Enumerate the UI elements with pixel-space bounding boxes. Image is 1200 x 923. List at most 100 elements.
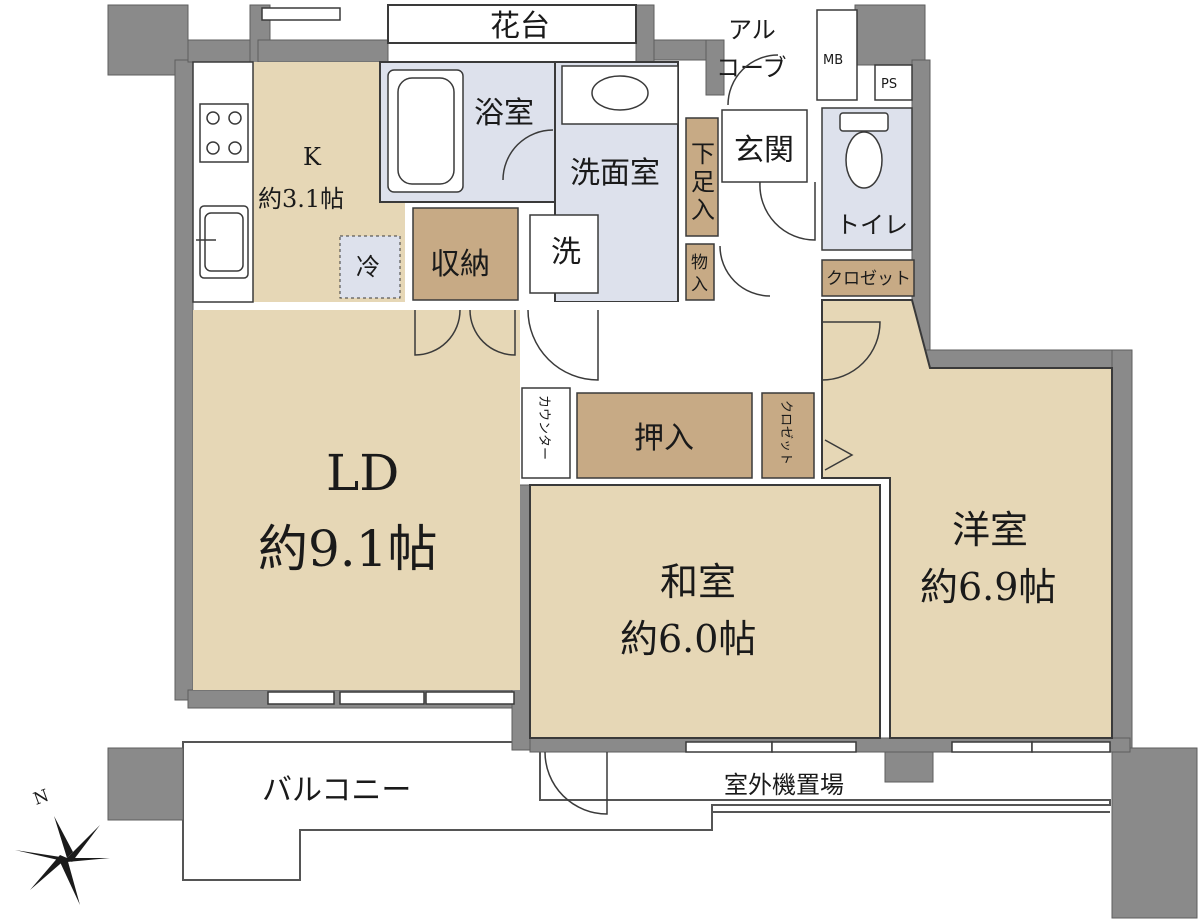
small-closet: 物 入 [685, 243, 715, 301]
ld-name: LD [326, 444, 399, 502]
small-closet-char-1: 物 [691, 253, 708, 273]
bathroom: 浴室 [379, 61, 556, 203]
wall-top-seg3 [257, 39, 389, 63]
washer-space [529, 214, 599, 294]
washroom-label: 洗面室 [570, 156, 660, 191]
toilet-closet: クロゼット [821, 259, 915, 297]
ld-size: 約9.1帖 [258, 520, 438, 578]
small-closet-box [685, 243, 715, 301]
stove-icon [199, 103, 249, 163]
toilet-tank-icon [839, 112, 889, 132]
small-closet-char-2: 入 [691, 275, 708, 295]
toilet-closet-label: クロゼット [826, 269, 911, 289]
toilet-bowl-icon [845, 131, 883, 189]
meter-box-label: MB [823, 53, 843, 68]
flower-stand-label: 花台 [490, 9, 550, 44]
shoe-storage-char-1: 下 [691, 140, 715, 168]
compass-star-3 [30, 855, 67, 890]
compass-rose-icon: N [15, 786, 110, 905]
window-youshitsu-2 [1031, 741, 1111, 753]
windows [261, 7, 1111, 753]
door-youshitsu [821, 321, 881, 381]
window-washitsu-1 [685, 741, 773, 753]
oshiire-box [576, 392, 753, 479]
shoe-storage: 下 足 入 [685, 117, 719, 237]
wall-bottom-left-column [107, 747, 184, 821]
wall-alcove-right [705, 39, 725, 96]
wall-bottom-right-column [1111, 747, 1198, 919]
washitsu-floor [529, 484, 881, 739]
kitchen-counter [192, 61, 254, 303]
flower-stand-box [387, 4, 637, 44]
window-youshitsu-1 [951, 741, 1033, 753]
closet-vertical: クロゼット [761, 392, 815, 479]
bathtub-inner [397, 77, 455, 185]
counter-label: カウンター [536, 395, 551, 460]
wall-right-step [911, 349, 1133, 369]
washer-label: 洗 [551, 235, 581, 270]
washitsu-name: 和室 [660, 560, 736, 604]
door-storage [414, 309, 461, 356]
wall-top-mid2 [653, 39, 710, 61]
closet-vertical-box [761, 392, 815, 479]
entrance-floor [721, 109, 808, 183]
oshiire-label: 押入 [634, 421, 694, 456]
flower-stand: 花台 [387, 4, 637, 44]
door-alcove [727, 54, 779, 106]
closet-arrow [824, 439, 854, 471]
compass-north-label: N [31, 786, 52, 810]
washroom: 洗面室 洗 [529, 61, 679, 303]
counter-box [521, 387, 571, 479]
balcony-label: バルコニー [262, 773, 411, 808]
pipe-space-frame [874, 64, 913, 101]
door-bath [502, 129, 554, 181]
wall-top-right-column [854, 4, 926, 66]
wall-top-mid [635, 4, 655, 66]
compass-star-2 [60, 858, 80, 905]
wall-left [174, 59, 194, 701]
storage-floor [412, 207, 519, 301]
youshitsu-floor [821, 299, 1113, 739]
ac-unit-area-label: 室外機置場 [724, 771, 844, 799]
counter: カウンター [521, 387, 571, 479]
storage-closet: 収納 [412, 207, 519, 301]
youshitsu-name: 洋室 [952, 508, 1028, 552]
compass-needle [54, 816, 73, 858]
pipe-space-label: PS [881, 77, 897, 92]
youshitsu-size: 約6.9帖 [920, 565, 1056, 609]
alcove-line-1: アル [728, 16, 776, 44]
japanese-room: 和室 約6.0帖 [529, 484, 881, 739]
living-dining: LD 約9.1帖 [193, 310, 520, 690]
alcove-line-2: コーブ [716, 54, 787, 82]
fridge-space [339, 235, 401, 299]
sink-icon [196, 205, 249, 279]
shoe-storage-char-2: 足 [691, 168, 715, 196]
kitchen-size: 約3.1帖 [258, 185, 344, 213]
window-ld-1 [267, 691, 335, 705]
closet-vertical-label: クロゼット [778, 400, 793, 465]
meter-box-frame [816, 9, 858, 101]
pipe-space: PS [874, 64, 913, 101]
toilet-room: トイレ [821, 107, 913, 251]
door-toilet-closet [719, 245, 771, 297]
toilet-label: トイレ [836, 211, 908, 239]
western-room: 洋室 約6.9帖 [821, 299, 1113, 739]
alcove: アル コーブ [716, 16, 787, 82]
wall-right [1111, 349, 1133, 751]
entrance: 玄関 [721, 109, 808, 183]
meter-box: MB [816, 9, 858, 101]
fridge-label: 冷 [356, 253, 380, 281]
door-ld [527, 309, 599, 381]
door-storage-2 [469, 309, 516, 356]
kitchen: K 約3.1帖 冷 [192, 61, 405, 303]
compass-star-4 [67, 825, 100, 862]
bath-label: 浴室 [474, 96, 534, 131]
wall-top-kitchen [187, 39, 259, 63]
ld-floor [193, 310, 520, 690]
door-balcony [544, 751, 608, 815]
compass-star-1 [15, 850, 110, 862]
basin-icon [591, 75, 649, 111]
hallway-floor [520, 302, 820, 382]
oshiire: 押入 [576, 392, 753, 479]
